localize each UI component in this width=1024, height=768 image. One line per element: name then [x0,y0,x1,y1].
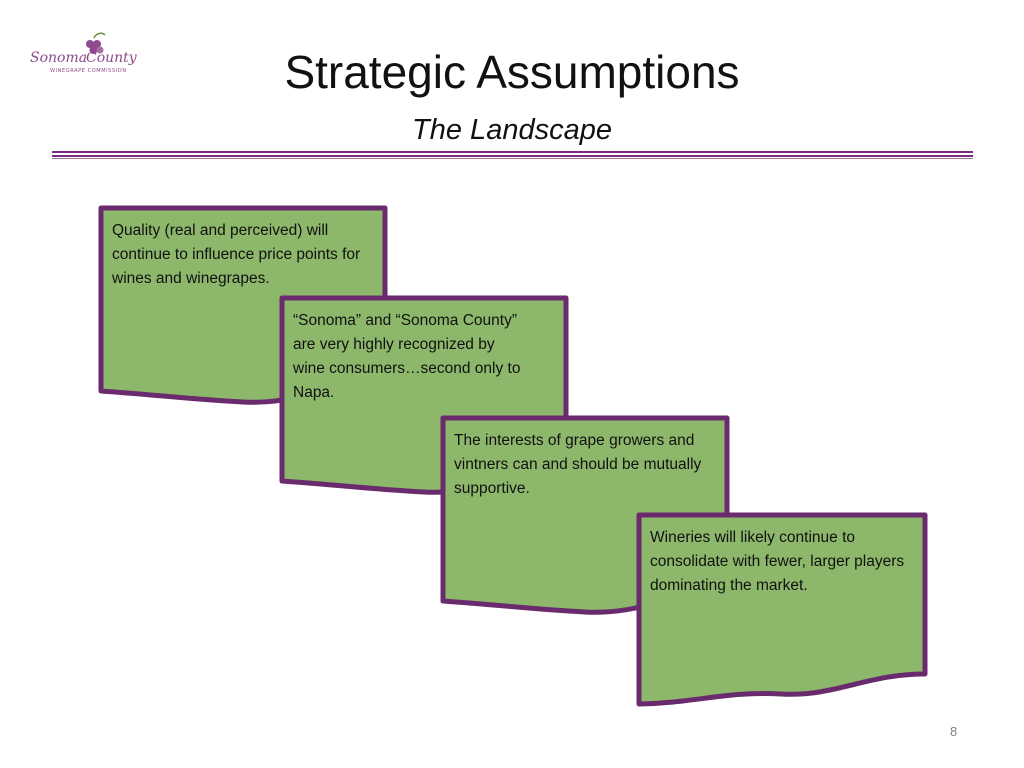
card-text: Quality (real and perceived) will contin… [112,222,361,287]
divider-line [52,155,973,157]
svg-text:County: County [86,50,138,66]
document-shape-icon [636,512,928,707]
page-title: Strategic Assumptions [284,46,740,98]
assumption-card-4: Wineries will likely continue to consoli… [636,512,928,712]
svg-text:Sonoma: Sonoma [30,50,87,66]
logo: Sonoma County WINEGRAPE COMMISSION [28,30,138,80]
card-text: The interests of grape growers and vintn… [454,432,702,497]
card-text: “Sonoma” and “Sonoma County” are very hi… [293,312,521,401]
divider-line [52,151,973,153]
grape-logo-icon: Sonoma County WINEGRAPE COMMISSION [30,32,138,74]
page-subtitle: The Landscape [412,114,612,146]
svg-text:WINEGRAPE COMMISSION: WINEGRAPE COMMISSION [50,68,127,74]
page-number: 8 [950,724,958,739]
card-text: Wineries will likely continue to consoli… [650,529,905,594]
divider-line [52,158,973,159]
